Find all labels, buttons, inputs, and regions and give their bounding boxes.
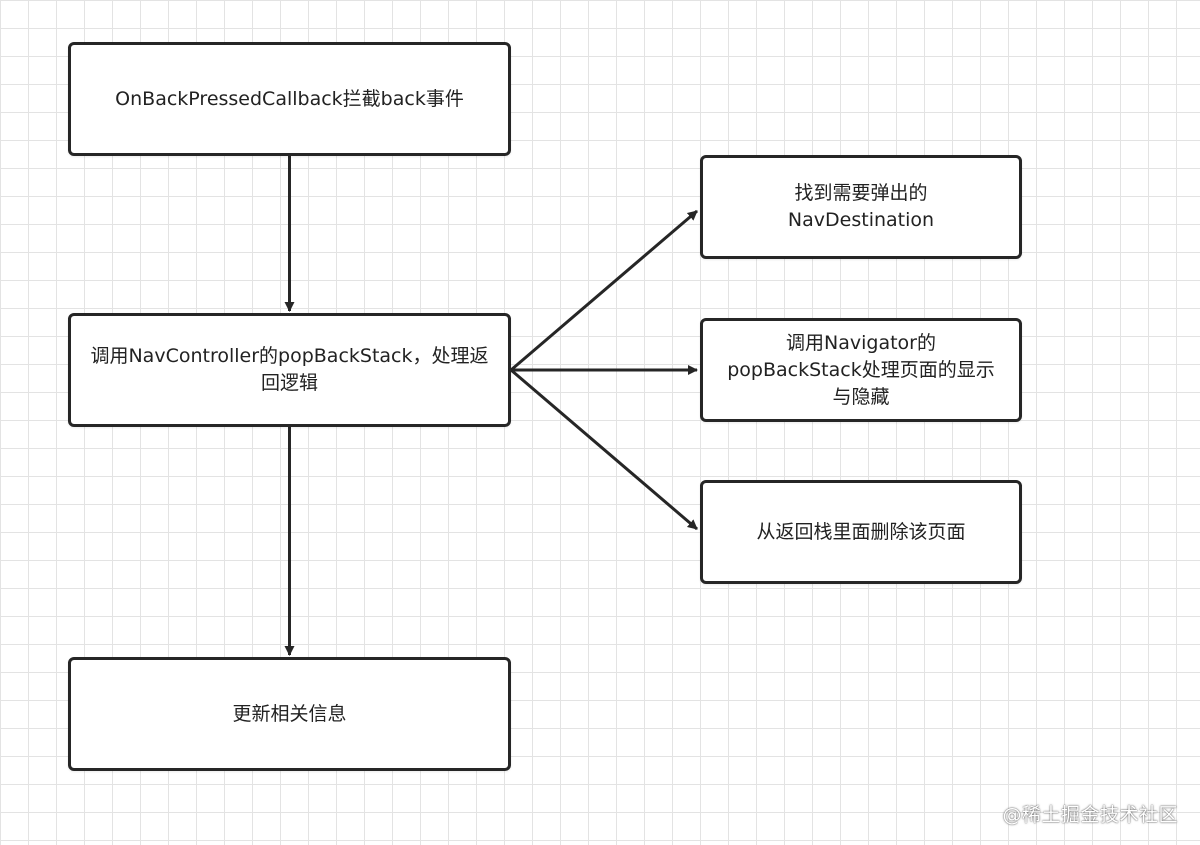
node-navigator-popbackstack-label: 调用Navigator的popBackStack处理页面的显示与隐藏 bbox=[727, 331, 995, 408]
node-update-info-label: 更新相关信息 bbox=[232, 702, 347, 725]
node-find-destination-label: 找到需要弹出的NavDestination bbox=[787, 182, 935, 231]
watermark: @稀土掘金技术社区 bbox=[1002, 804, 1178, 826]
node-navigator-popbackstack: 调用Navigator的popBackStack处理页面的显示与隐藏 bbox=[700, 318, 1022, 422]
node-update-info: 更新相关信息 bbox=[68, 657, 511, 771]
node-call-popbackstack-label: 调用NavController的popBackStack，处理返回逻辑 bbox=[90, 345, 489, 394]
node-remove-from-stack-label: 从返回栈里面删除该页面 bbox=[756, 520, 966, 543]
node-intercept-back: OnBackPressedCallback拦截back事件 bbox=[68, 42, 511, 156]
edge-n2-n6 bbox=[510, 368, 698, 531]
node-find-destination: 找到需要弹出的NavDestination bbox=[700, 155, 1022, 259]
node-call-popbackstack: 调用NavController的popBackStack，处理返回逻辑 bbox=[68, 313, 511, 427]
node-intercept-back-label: OnBackPressedCallback拦截back事件 bbox=[115, 87, 464, 110]
edge-n2-n4 bbox=[510, 209, 698, 372]
node-remove-from-stack: 从返回栈里面删除该页面 bbox=[700, 480, 1022, 584]
